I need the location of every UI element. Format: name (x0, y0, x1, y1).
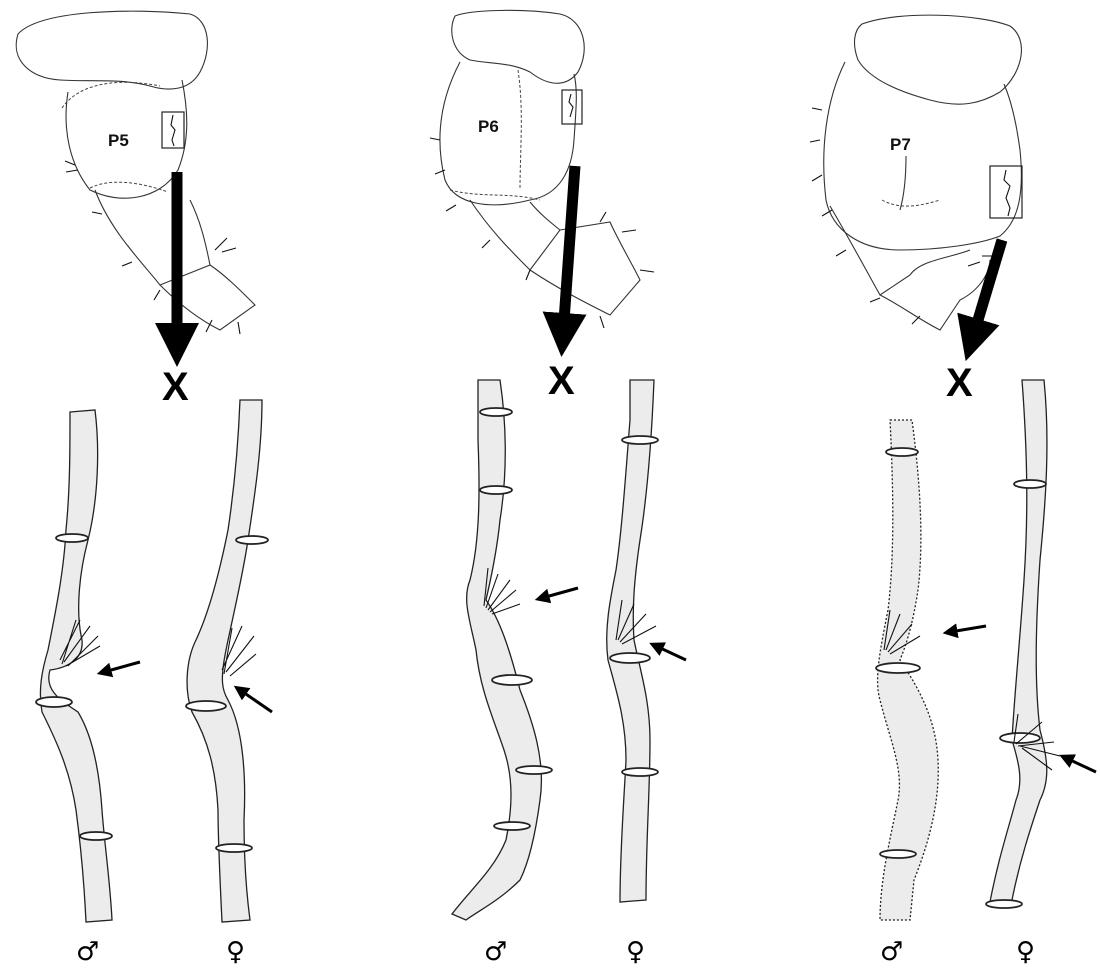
female-symbol-p5: ♀ (226, 937, 245, 967)
arrow-male-p7 (950, 626, 986, 632)
male-appendage-p7 (876, 420, 938, 920)
panel-p6: P6 X ♂ ♀ (430, 10, 686, 967)
female-appendage-p6 (607, 380, 658, 902)
leg-drawing-p6: P6 (430, 10, 654, 328)
female-symbol-p7: ♀ (1016, 937, 1035, 967)
leg-drawing-p5: P5 (16, 11, 255, 334)
magnify-arrow-p7 (972, 240, 1002, 340)
male-symbol-p5: ♂ (76, 937, 99, 967)
panel-p5: P5 X ♂ ♀ (16, 11, 272, 967)
magnify-label-p6: X (548, 359, 575, 403)
magnify-label-p7: X (946, 361, 973, 405)
panel-p7: P7 X ♂ ♀ (810, 15, 1096, 967)
leg-label-p5: P5 (108, 131, 129, 150)
arrow-male-p5 (104, 662, 140, 672)
arrow-female-p5 (240, 690, 272, 712)
leg-label-p6: P6 (478, 117, 499, 136)
male-appendage-p6 (452, 380, 552, 920)
magnify-label-p5: X (162, 365, 189, 409)
male-symbol-p6: ♂ (484, 937, 507, 967)
female-appendage-p7 (986, 380, 1060, 908)
magnify-arrow-p6 (563, 166, 575, 335)
arrow-female-p6 (656, 646, 686, 660)
male-appendage-p5 (36, 410, 112, 922)
arrow-female-p7 (1066, 758, 1096, 772)
leg-label-p7: P7 (890, 135, 911, 154)
female-symbol-p6: ♀ (626, 937, 645, 967)
male-symbol-p7: ♂ (880, 937, 903, 967)
arrow-male-p6 (542, 588, 578, 598)
female-appendage-p5 (186, 400, 268, 922)
